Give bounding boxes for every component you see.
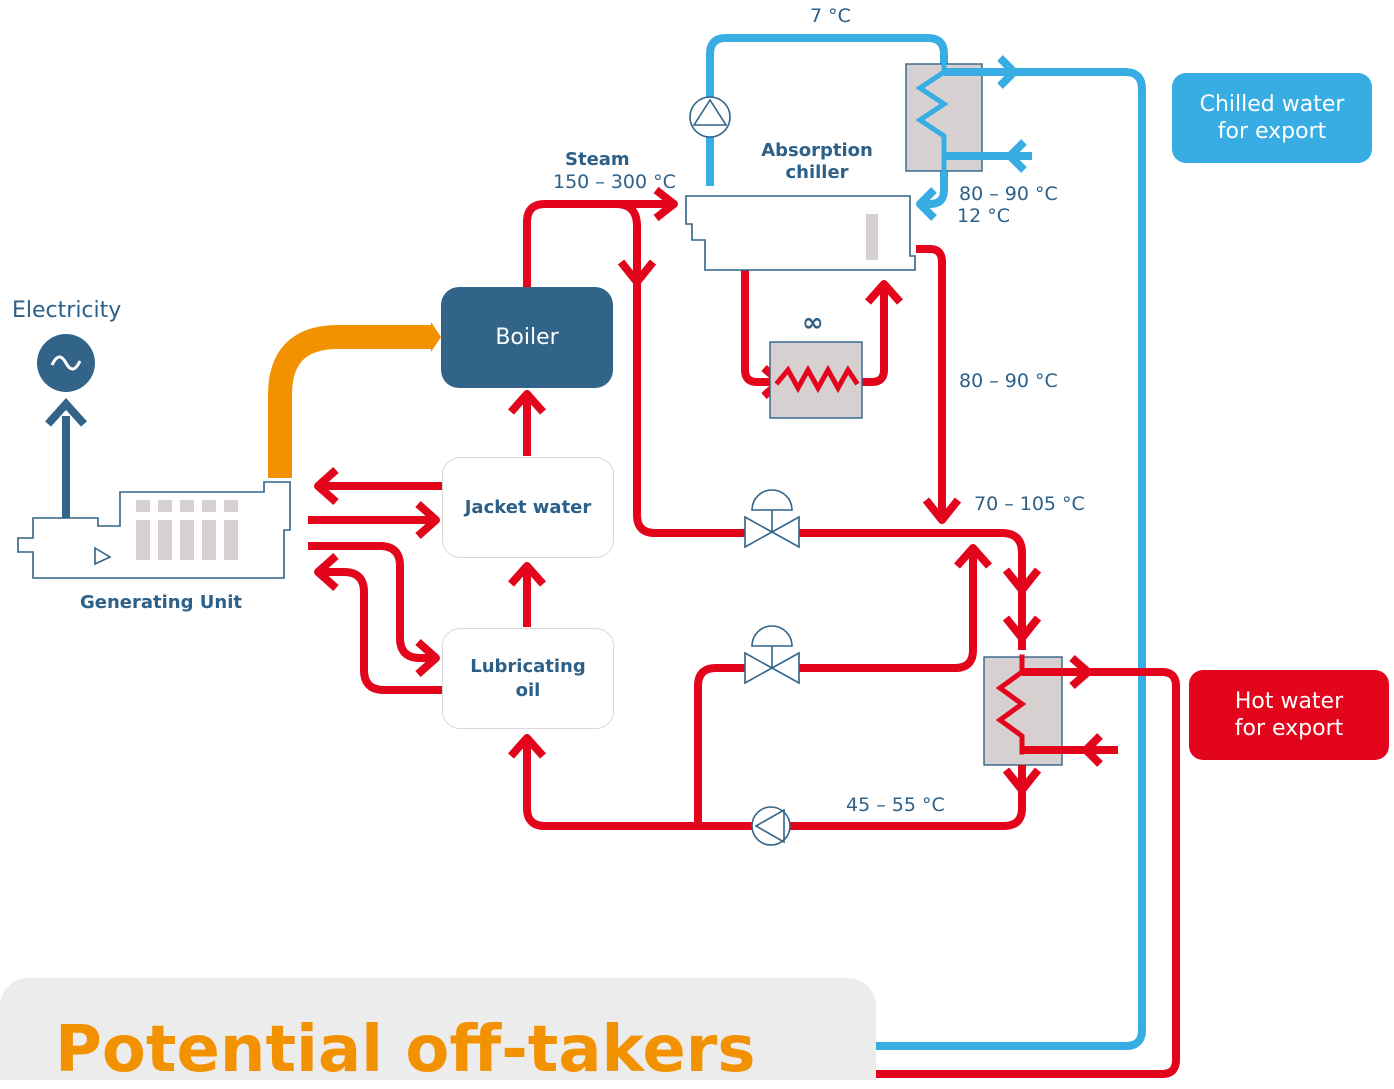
- boiler-box: Boiler: [441, 287, 613, 388]
- chilled-water-loop: [689, 34, 1146, 1050]
- hot-mix-temp-label: 70 – 105 °C: [974, 493, 1085, 515]
- chiller-hot-return: [916, 245, 962, 524]
- absorption-chiller-label: Absorption chiller: [761, 140, 873, 183]
- steam-temp-label: 150 – 300 °C: [553, 171, 676, 193]
- hot-export-label: Hot water for export: [1234, 688, 1344, 742]
- valve-icon: [744, 489, 800, 549]
- lubricating-oil-box: Lubricating oil: [442, 628, 614, 729]
- hot-return-temp-label: 80 – 90 °C: [959, 370, 1058, 392]
- chiller-hot-in-temp-label: 80 – 90 °C: [959, 183, 1058, 205]
- boiler-label: Boiler: [495, 325, 559, 350]
- lower-hot-loop: [508, 544, 1042, 846]
- lubricating-oil-label: Lubricating oil: [470, 656, 586, 701]
- chilled-water-export-box: Chilled water for export: [1172, 73, 1372, 163]
- steam-label: Steam: [565, 149, 630, 170]
- offtakers-title: Potential off-takers: [55, 1013, 756, 1087]
- engine-cooling-pipes: [308, 467, 442, 694]
- absorption-chiller-unit: [685, 195, 916, 271]
- exhaust-pipe: [268, 322, 441, 478]
- hot-water-export-box: Hot water for export: [1189, 670, 1389, 760]
- hot-loop-return-temp-label: 45 – 55 °C: [846, 794, 945, 816]
- jacket-water-label: Jacket water: [464, 496, 592, 518]
- chilled-export-label: Chilled water for export: [1199, 91, 1345, 145]
- pump-icon: [689, 96, 731, 138]
- cooling-tower-loop: [741, 270, 903, 419]
- chilled-supply-temp-label: 7 °C: [810, 5, 851, 27]
- chilled-return-temp-label: 12 °C: [957, 205, 1010, 227]
- hot-export-loop: [876, 654, 1180, 1078]
- jacket-water-box: Jacket water: [442, 457, 614, 558]
- return-pump-icon: [751, 806, 791, 846]
- offtakers-panel: [0, 978, 876, 1080]
- infinity-symbol-icon: ∞: [802, 308, 824, 338]
- mix-valve-icon: [744, 625, 800, 685]
- heat-recovery-chain: [508, 390, 546, 627]
- generating-unit-label: Generating Unit: [80, 592, 242, 613]
- electricity-label: Electricity: [12, 298, 122, 323]
- steam-line: [523, 186, 1042, 650]
- electricity-output: [37, 334, 95, 518]
- engine-icon: [17, 481, 291, 579]
